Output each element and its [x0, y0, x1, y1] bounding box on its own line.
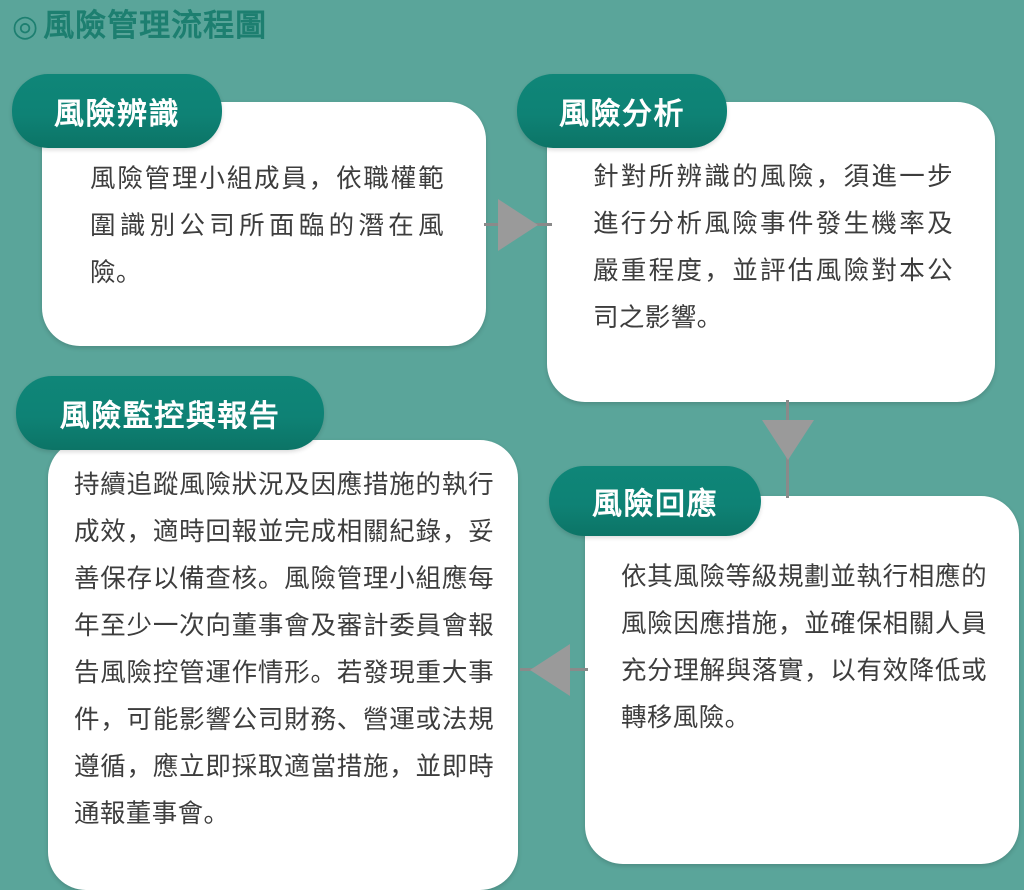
- step-heading-analysis: 風險分析: [517, 74, 727, 148]
- step-card-response: 依其風險等級規劃並執行相應的風險因應措施，並確保相關人員充分理解與落實，以有效降…: [585, 496, 1019, 864]
- step-heading-label-analysis: 風險分析: [559, 98, 685, 131]
- step-heading-label-response: 風險回應: [592, 488, 718, 521]
- step-heading-monitor: 風險監控與報告: [16, 376, 324, 450]
- arrow-right-icon: [498, 199, 538, 251]
- step-heading-label-identify: 風險辨識: [54, 98, 180, 131]
- step-heading-label-monitor: 風險監控與報告: [59, 400, 281, 433]
- page-title-text: 風險管理流程圖: [43, 8, 268, 43]
- step-card-monitor: 持續追蹤風險狀況及因應措施的執行成效，適時回報並完成相關紀錄，妥善保存以備查核。…: [48, 440, 518, 890]
- page-title: ◎風險管理流程圖: [12, 6, 267, 47]
- step-heading-response: 風險回應: [549, 466, 761, 536]
- step-body-monitor: 持續追蹤風險狀況及因應措施的執行成效，適時回報並完成相關紀錄，妥善保存以備查核。…: [74, 471, 494, 828]
- step-heading-identify: 風險辨識: [12, 74, 222, 148]
- arrow-down-icon: [762, 420, 814, 460]
- arrow-left-icon: [530, 644, 570, 696]
- connector-analysis-to-response: [760, 400, 816, 500]
- connector-response-to-monitor: [516, 640, 588, 700]
- connector-identify-to-analysis: [484, 195, 552, 255]
- step-body-analysis: 針對所辨識的風險，須進一步進行分析風險事件發生機率及嚴重程度，並評估風險對本公司…: [593, 163, 953, 332]
- step-body-response: 依其風險等級規劃並執行相應的風險因應措施，並確保相關人員充分理解與落實，以有效降…: [621, 563, 987, 732]
- step-body-identify: 風險管理小組成員，依職權範圍識別公司所面臨的潛在風險。: [90, 165, 444, 287]
- step-card-analysis: 針對所辨識的風險，須進一步進行分析風險事件發生機率及嚴重程度，並評估風險對本公司…: [547, 102, 995, 402]
- circle-marker-icon: ◎: [12, 10, 40, 43]
